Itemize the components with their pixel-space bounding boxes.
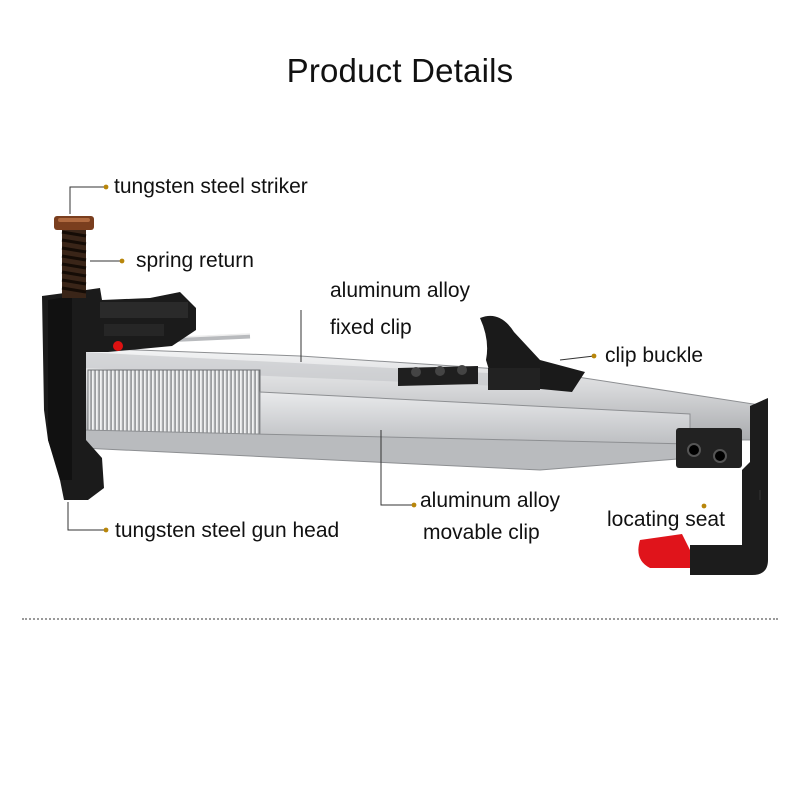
page-title: Product Details [286,52,514,89]
clip-buckle-lever [480,315,585,392]
movable-clip [81,391,691,471]
label-tungsten-steel-gun-head: tungsten steel gun head [115,519,340,542]
nail-strip [87,369,261,435]
label-locating-seat: locating seat [607,508,725,531]
dotted-divider [22,618,778,620]
gun-head-body [42,288,196,500]
label-clip-buckle: clip buckle [605,344,704,367]
label-tungsten-steel-striker: tungsten steel striker [114,175,308,198]
label-fixed-clip-line2: fixed clip [330,316,412,339]
locating-seat-bracket [676,398,768,575]
red-cap [638,534,690,568]
fixed-clip-block [398,365,478,386]
label-spring-return: spring return [136,249,254,272]
label-movable-clip-line1: aluminum alloy [420,489,561,512]
label-movable-clip-line2: movable clip [423,521,540,544]
label-fixed-clip-line1: aluminum alloy [330,279,471,302]
striker-cap [54,216,94,230]
return-spring [61,228,87,298]
leader-lines [67,186,761,531]
callout-dots [103,184,707,533]
